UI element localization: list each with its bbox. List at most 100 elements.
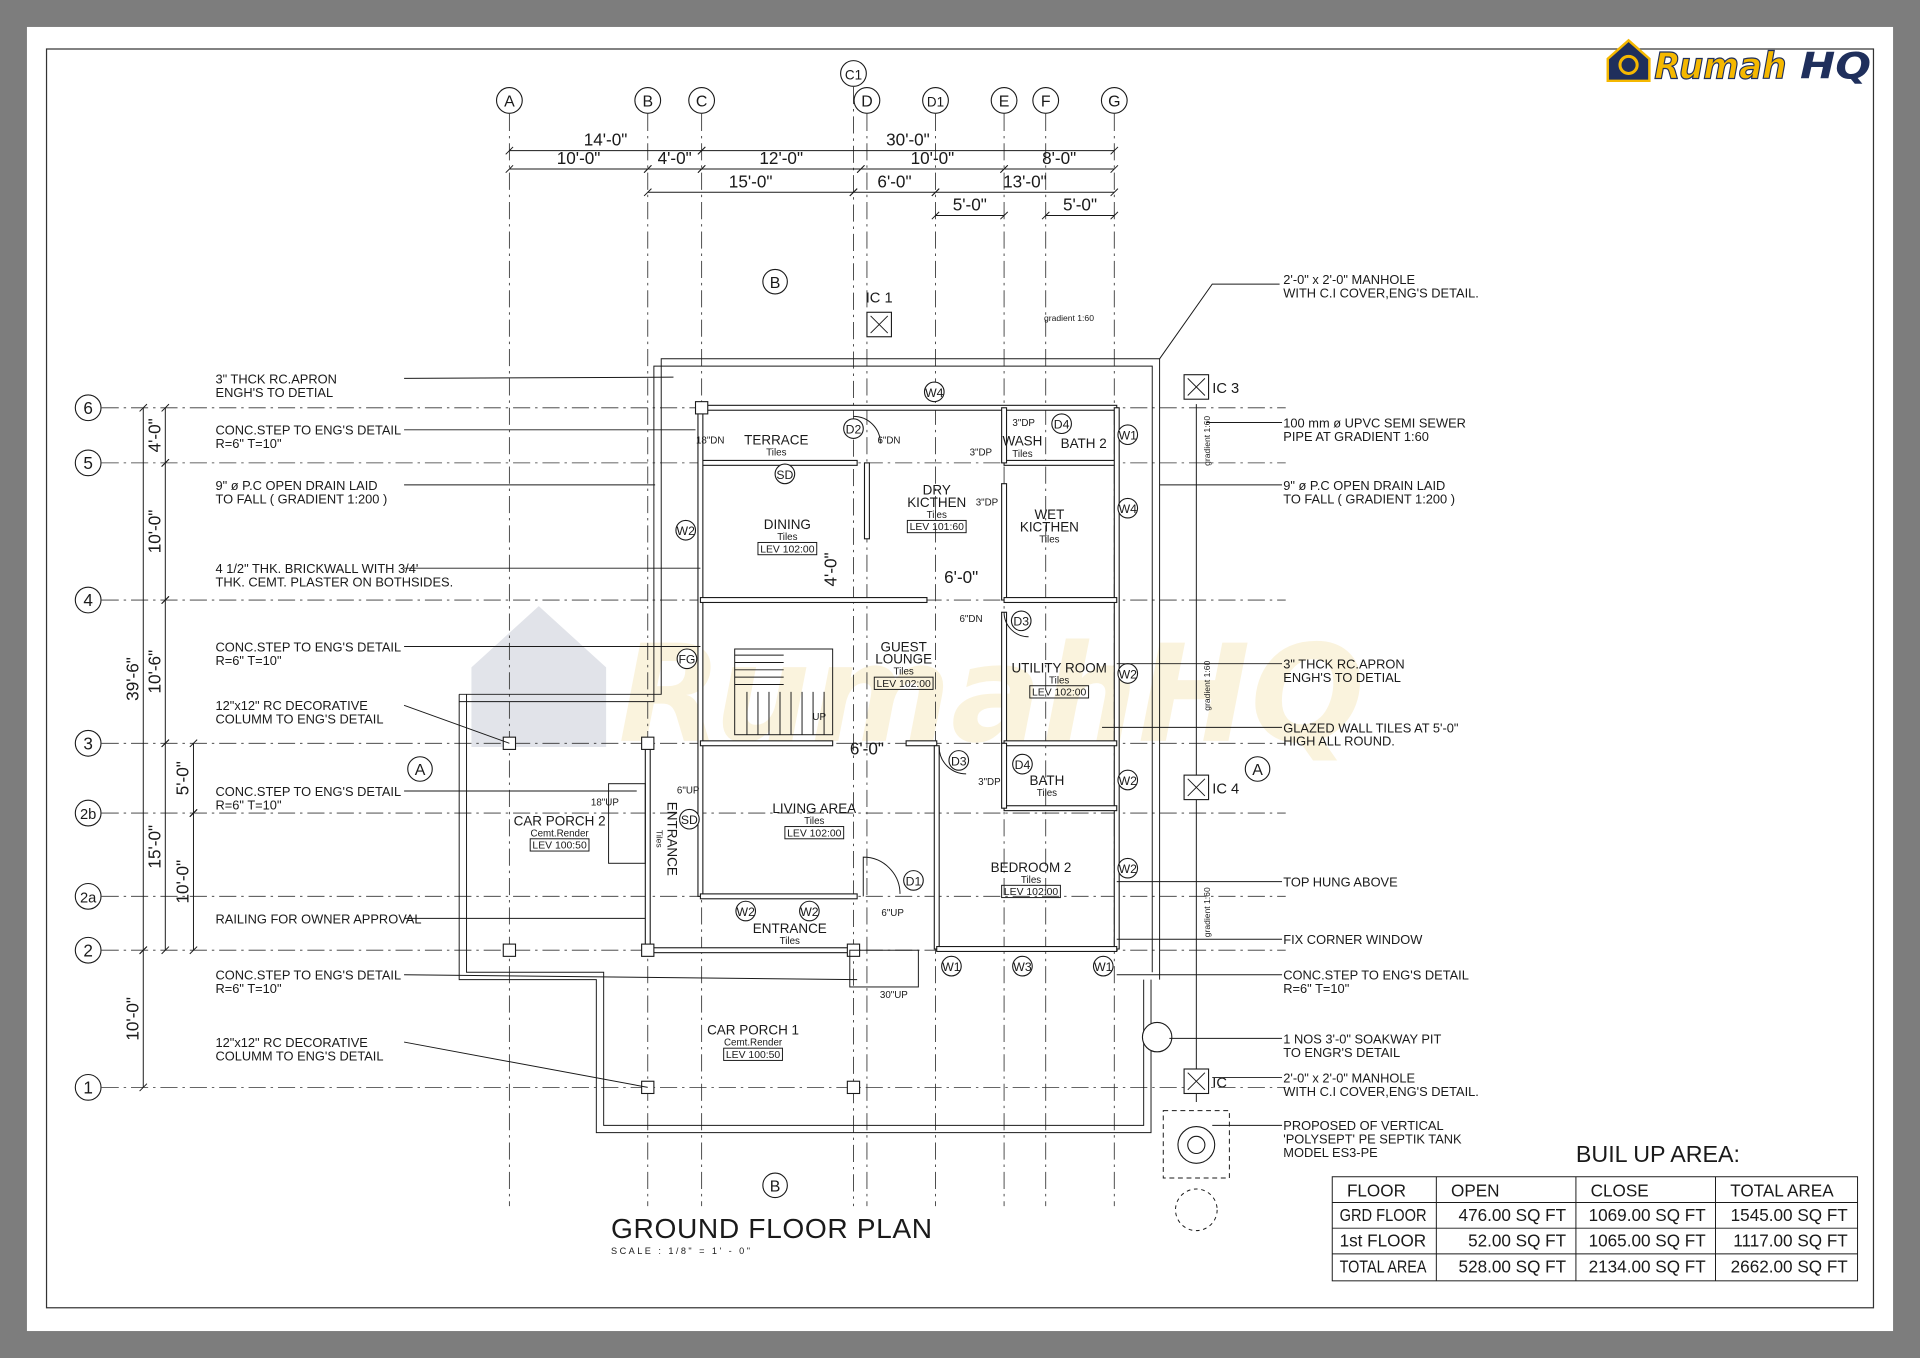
dimension-tick [161, 596, 170, 605]
table-cell: 528.00 SQ FT [1459, 1256, 1567, 1276]
note-right: 2'-0" x 2'-0" MANHOLE [1283, 272, 1415, 287]
grid-bubble-c [688, 87, 716, 114]
table-cell: 2662.00 SQ FT [1731, 1256, 1849, 1276]
table-cell: 1545.00 SQ FT [1731, 1205, 1849, 1225]
opening-tag-circle [1117, 857, 1139, 879]
section-marker-label: A [1252, 762, 1263, 779]
side-entrance-finish: Tiles [654, 830, 664, 848]
section-marker-icon [762, 1172, 788, 1199]
opening-tag-circle [1010, 610, 1032, 632]
grid-label: A [504, 94, 515, 111]
note-right: TOP HUNG ABOVE [1283, 875, 1398, 890]
room-finish: Tiles [1021, 875, 1041, 886]
dimension-label: 6'-0" [944, 567, 978, 587]
opening-tag-circle [1051, 413, 1072, 435]
porch-steps [608, 783, 646, 864]
grid-bubble-2a [74, 882, 102, 910]
grid-bubble-3 [74, 729, 102, 757]
grid-label: 2 [83, 940, 93, 960]
dimension-label: 10'-6" [144, 650, 164, 694]
dimension-tick [189, 739, 198, 748]
level-box [1001, 884, 1061, 899]
side-entrance-label: ENTRANCE [664, 802, 679, 876]
dimension-label: 30'-0" [886, 130, 930, 150]
wall [644, 742, 651, 951]
site-boundary [458, 694, 1152, 1134]
room-name: GUEST [881, 639, 927, 654]
dimension-label: 6'-0" [850, 738, 884, 758]
note-left: R=6" T=10" [216, 981, 282, 996]
note-right: ENGH'S TO DETIAL [1283, 670, 1401, 685]
grid-label: F [1041, 94, 1051, 111]
leader-line [403, 704, 510, 744]
room-finish: Tiles [894, 667, 914, 678]
dimension-label: 15'-0" [729, 171, 773, 191]
opening-tag: W1 [942, 960, 961, 974]
dimension-label: 4'-0" [144, 418, 164, 452]
dimension-label: 10'-0" [122, 997, 142, 1041]
note-right: WITH C.I COVER,ENG'S DETAIL. [1283, 286, 1479, 301]
manhole-cross [1187, 1072, 1206, 1091]
dimension-tick [139, 1083, 148, 1092]
sheet [26, 26, 1894, 1332]
note-left: CONC.STEP TO ENG'S DETAIL [216, 639, 402, 654]
level-note: 3"DP [976, 498, 999, 509]
grid-bubble-4 [74, 586, 102, 614]
grid-label: G [1108, 94, 1120, 111]
room-finish: Tiles [804, 816, 824, 827]
ic-label: IC 4 [1212, 781, 1239, 797]
wall [1001, 611, 1008, 744]
note-right: 9" ø P.C OPEN DRAIN LAID [1283, 478, 1445, 493]
drawing-scale: SCALE : 1/8" = 1' - 0" [611, 1246, 752, 1256]
grid-bubble-1 [74, 1073, 102, 1101]
opening-tag-circle [1117, 497, 1139, 519]
soakway-pit-icon [1141, 1021, 1173, 1053]
note-left: COLUMM TO ENG'S DETAIL [216, 712, 384, 727]
opening-tag-circle [679, 808, 700, 830]
opening-tag: FG [678, 653, 695, 667]
grid-label: D1 [927, 95, 944, 110]
note-right: WITH C.I COVER,ENG'S DETAIL. [1283, 1084, 1479, 1099]
site-boundary [466, 694, 1145, 1126]
grid-bubble-f [1032, 87, 1060, 114]
note-right: TO ENGR'S DETAIL [1283, 1045, 1400, 1060]
logo-text-rumah: Rumah [1654, 44, 1786, 87]
leader-line [404, 376, 674, 379]
note-left: CONC.STEP TO ENG'S DETAIL [216, 423, 402, 438]
rc-column [641, 736, 655, 750]
wall [1003, 805, 1118, 812]
table-header: OPEN [1451, 1180, 1500, 1200]
dimension-tick [1110, 211, 1119, 220]
dimension-tick [931, 188, 940, 197]
door-swing [938, 746, 967, 775]
opening-tag: W1 [1119, 429, 1138, 443]
opening-tag: W4 [925, 386, 944, 400]
note-left: 12"x12" RC DECORATIVE [216, 1035, 369, 1050]
dimension-tick [697, 146, 706, 155]
grid-bubble-d1 [922, 87, 949, 114]
leader-line [403, 1041, 648, 1088]
opening-tag: D4 [1054, 418, 1070, 432]
wall [905, 740, 938, 747]
note-left: THK. CEMT. PLASTER ON BOTHSIDES. [216, 575, 454, 590]
grid-label: C [696, 94, 708, 111]
table-header: CLOSE [1591, 1180, 1649, 1200]
dimension-tick [161, 946, 170, 955]
opening-tag: W2 [677, 524, 696, 538]
room-name: BEDROOM 2 [991, 860, 1072, 875]
ic-label: IC [1212, 1075, 1227, 1091]
grid-bubble-c1 [840, 60, 867, 87]
opening-tag-circle [676, 648, 698, 670]
level-note: 3"DP [1012, 418, 1035, 429]
rc-column [641, 943, 655, 957]
dimension-tick [161, 739, 170, 748]
section-marker-icon [1244, 756, 1271, 782]
door-swing [862, 856, 901, 897]
wall [699, 597, 928, 604]
level-note: 6"DN [877, 435, 900, 446]
opening-tag-circle [941, 955, 962, 977]
table-cell: 2134.00 SQ FT [1589, 1256, 1707, 1276]
note-left: R=6" T=10" [216, 797, 282, 812]
dimension-label: 6'-0" [877, 171, 911, 191]
